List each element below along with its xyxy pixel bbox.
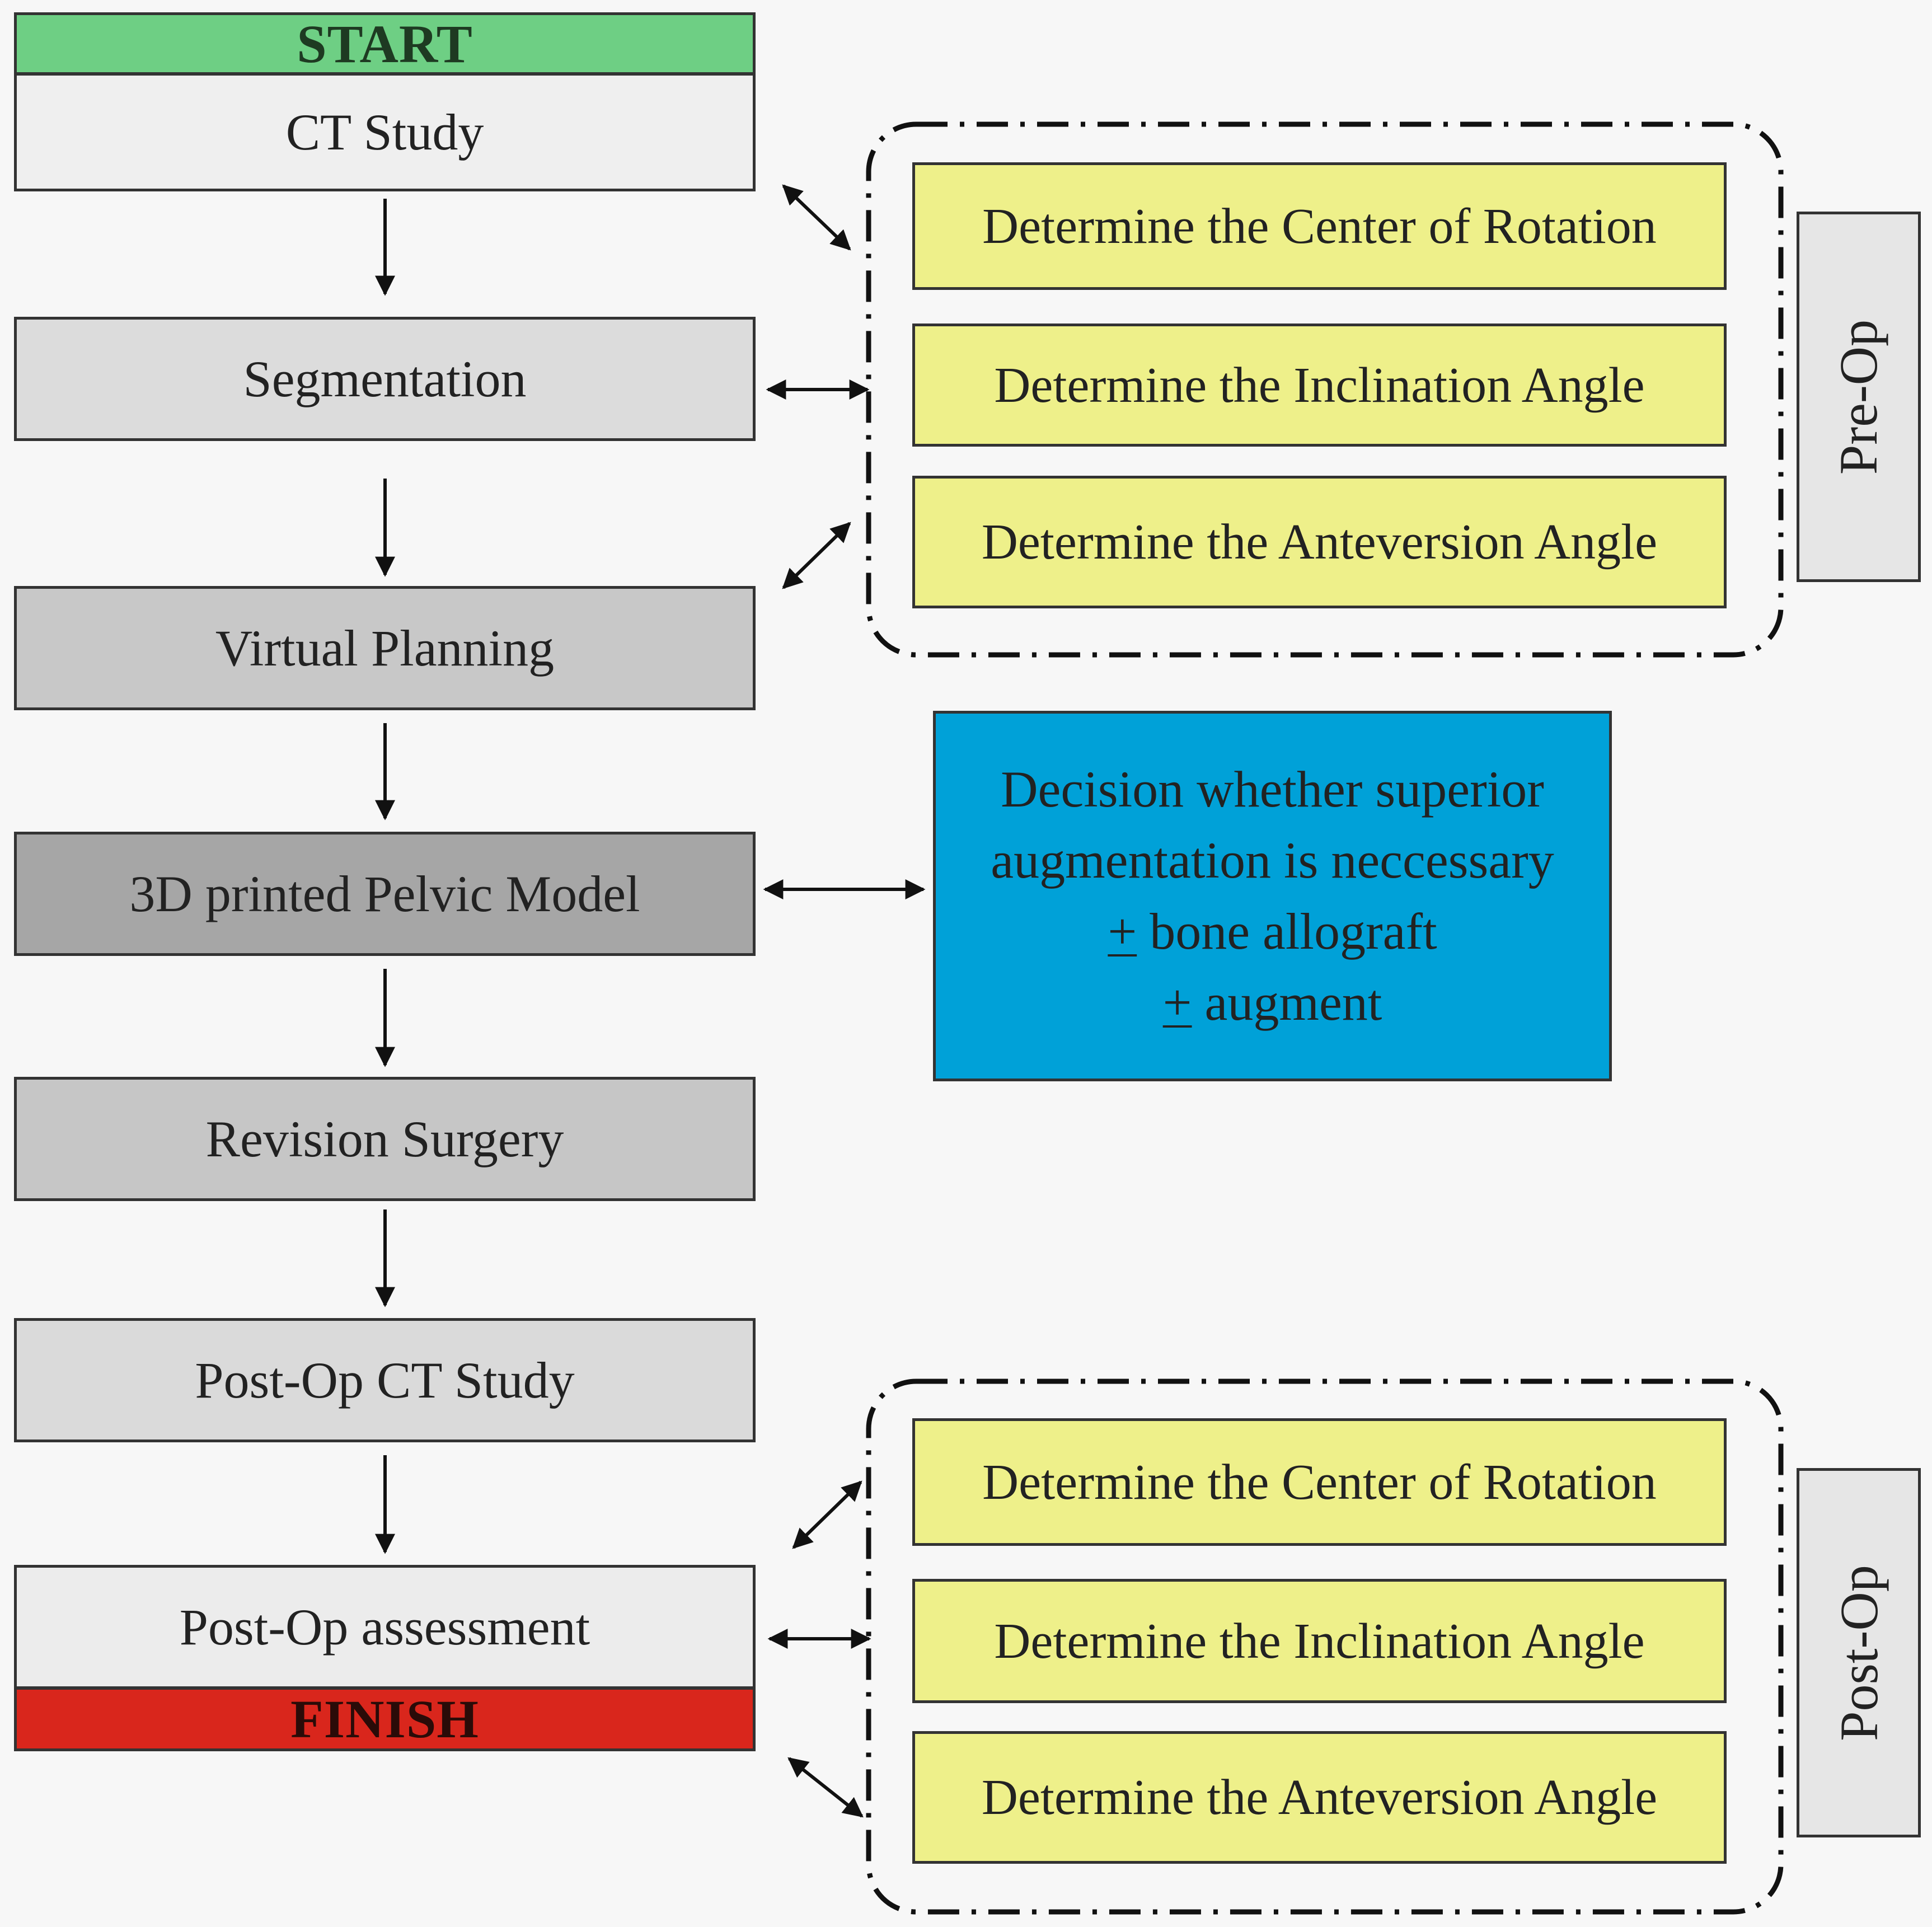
arrow-assessment-postop-top: [792, 1480, 862, 1549]
printed-model-box: 3D printed Pelvic Model: [14, 832, 756, 956]
plus-minus-1: +: [1108, 903, 1137, 960]
postop-center-of-rotation-label: Determine the Center of Rotation: [982, 1454, 1657, 1510]
virtual-planning-box: Virtual Planning: [14, 586, 756, 710]
finish-banner: FINISH: [14, 1687, 756, 1751]
revision-surgery-box: Revision Surgery: [14, 1077, 756, 1201]
ct-study-box: CT Study: [14, 73, 756, 191]
arrow-planning-preop: [782, 522, 851, 589]
decision-line-3: + bone allograft: [1108, 896, 1437, 967]
preop-group-outline: [866, 121, 1784, 658]
printed-model-label: 3D printed Pelvic Model: [129, 865, 640, 922]
decision-line-1: Decision whether superior: [1001, 761, 1544, 818]
postop-center-of-rotation: Determine the Center of Rotation: [912, 1418, 1727, 1546]
preop-anteversion-angle-label: Determine the Anteversion Angle: [981, 514, 1658, 570]
augmentation-decision-box: Decision whether superior augmentation i…: [933, 711, 1612, 1081]
preop-center-of-rotation-label: Determine the Center of Rotation: [982, 198, 1657, 254]
preop-center-of-rotation: Determine the Center of Rotation: [912, 162, 1727, 290]
finish-label: FINISH: [290, 1689, 479, 1749]
postop-phase-label: Post-Op: [1828, 1564, 1889, 1741]
preop-phase-label-box: Pre-Op: [1797, 212, 1921, 582]
preop-inclination-angle: Determine the Inclination Angle: [912, 323, 1727, 447]
postop-assessment-label: Post-Op assessment: [179, 1598, 590, 1656]
decision-line-2: augmentation is neccessary: [991, 832, 1554, 889]
arrow-assessment-postop-bottom: [787, 1757, 864, 1818]
preop-phase-label: Pre-Op: [1828, 319, 1889, 475]
postop-anteversion-angle: Determine the Anteversion Angle: [912, 1731, 1727, 1864]
postop-anteversion-angle-label: Determine the Anteversion Angle: [981, 1770, 1658, 1825]
preop-inclination-angle-label: Determine the Inclination Angle: [994, 357, 1645, 413]
segmentation-box: Segmentation: [14, 317, 756, 441]
preop-anteversion-angle: Determine the Anteversion Angle: [912, 476, 1727, 608]
start-label: START: [297, 13, 473, 74]
ct-study-label: CT Study: [285, 104, 484, 161]
postop-ct-box: Post-Op CT Study: [14, 1318, 756, 1442]
revision-surgery-label: Revision Surgery: [205, 1110, 564, 1168]
arrow-ct-preop: [782, 184, 851, 251]
plus-minus-2: +: [1162, 973, 1192, 1031]
postop-ct-label: Post-Op CT Study: [195, 1352, 575, 1409]
postop-inclination-angle: Determine the Inclination Angle: [912, 1579, 1727, 1703]
postop-group-outline: [866, 1379, 1784, 1915]
postop-phase-label-box: Post-Op: [1797, 1468, 1921, 1837]
augment-text: augment: [1192, 973, 1382, 1031]
decision-line-4: + augment: [1163, 967, 1382, 1038]
postop-inclination-angle-label: Determine the Inclination Angle: [994, 1613, 1645, 1669]
start-banner: START: [14, 12, 756, 75]
virtual-planning-label: Virtual Planning: [215, 620, 555, 677]
segmentation-label: Segmentation: [243, 350, 527, 407]
bone-allograft-text: bone allograft: [1137, 903, 1437, 960]
postop-assessment-box: Post-Op assessment: [14, 1565, 756, 1689]
